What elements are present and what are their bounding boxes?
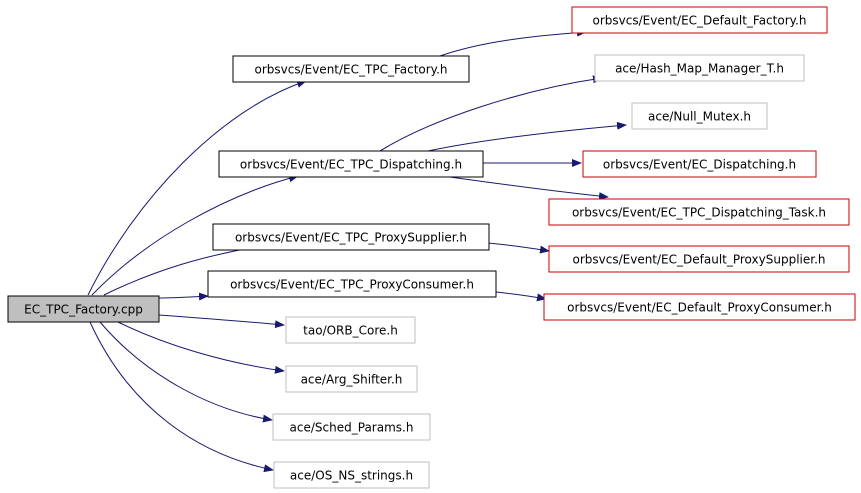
node-orb-core-h[interactable]: tao/ORB_Core.h [285,316,416,344]
edge-root-to-os-ns-strings-h [89,321,274,473]
node-label: orbsvcs/Event/EC_TPC_ProxySupplier.h [235,231,467,245]
node-hash-map-h[interactable]: ace/Hash_Map_Manager_T.h [594,54,805,82]
node-label: orbsvcs/Event/EC_TPC_Dispatching.h [240,158,462,172]
node-label: tao/ORB_Core.h [303,324,398,338]
nodes: EC_TPC_Factory.cpp orbsvcs/Event/EC_TPC_… [7,6,856,489]
node-label: ace/Hash_Map_Manager_T.h [615,62,784,76]
node-sched-params-h[interactable]: ace/Sched_Params.h [272,413,431,441]
edges [87,28,627,473]
node-label: orbsvcs/Event/EC_Default_ProxyConsumer.h [567,301,832,315]
node-label: ace/Null_Mutex.h [648,110,751,124]
node-os-ns-strings-h[interactable]: ace/OS_NS_strings.h [273,461,430,489]
node-default-proxysupplier-h[interactable]: orbsvcs/Event/EC_Default_ProxySupplier.h [548,245,850,273]
node-root[interactable]: EC_TPC_Factory.cpp [7,295,160,323]
node-label: orbsvcs/Event/EC_TPC_Dispatching_Task.h [572,206,826,220]
node-dispatching-task-h[interactable]: orbsvcs/Event/EC_TPC_Dispatching_Task.h [548,198,850,226]
edge-root-to-factory-h [87,80,307,296]
node-default-proxyconsumer-h[interactable]: orbsvcs/Event/EC_Default_ProxyConsumer.h [543,293,856,321]
node-label: orbsvcs/Event/EC_Default_Factory.h [593,14,807,28]
node-proxysupplier-h[interactable]: orbsvcs/Event/EC_TPC_ProxySupplier.h [212,223,490,251]
node-dispatching-h[interactable]: orbsvcs/Event/EC_TPC_Dispatching.h [218,150,484,178]
node-label: EC_TPC_Factory.cpp [24,303,143,317]
edge-root-to-arg-shifter-h [117,321,285,374]
edge-dispatching-h-to-hash-map-h [379,75,603,152]
node-label: ace/OS_NS_strings.h [290,469,413,483]
node-arg-shifter-h[interactable]: ace/Arg_Shifter.h [285,365,418,393]
edge-root-to-dispatching-h [91,174,299,296]
node-label: orbsvcs/Event/EC_Dispatching.h [603,158,796,172]
node-label: ace/Sched_Params.h [290,421,414,435]
edge-dispatching-h-to-dispatching-task-h [449,176,609,201]
node-default-factory-h[interactable]: orbsvcs/Event/EC_Default_Factory.h [571,6,828,34]
node-proxyconsumer-h[interactable]: orbsvcs/Event/EC_TPC_ProxyConsumer.h [207,270,497,298]
edge-proxysupplier-h-to-default-proxysupplier-h [487,242,550,254]
node-label: ace/Arg_Shifter.h [301,373,403,387]
node-factory-h[interactable]: orbsvcs/Event/EC_TPC_Factory.h [232,55,470,83]
edge-root-to-sched-params-h [99,321,273,423]
edge-root-to-proxyconsumer-h [158,292,209,301]
edge-proxyconsumer-h-to-default-proxyconsumer-h [495,291,547,302]
edge-factory-h-to-default-factory-h [439,28,587,57]
node-label: orbsvcs/Event/EC_TPC_ProxyConsumer.h [230,278,474,292]
edge-root-to-orb-core-h [158,314,285,329]
edge-dispatching-h-to-null-mutex-h [427,121,627,152]
node-label: orbsvcs/Event/EC_TPC_Factory.h [254,63,447,77]
node-ec-dispatching-h[interactable]: orbsvcs/Event/EC_Dispatching.h [582,150,817,178]
node-label: orbsvcs/Event/EC_Default_ProxySupplier.h [573,253,826,267]
node-null-mutex-h[interactable]: ace/Null_Mutex.h [631,102,768,130]
